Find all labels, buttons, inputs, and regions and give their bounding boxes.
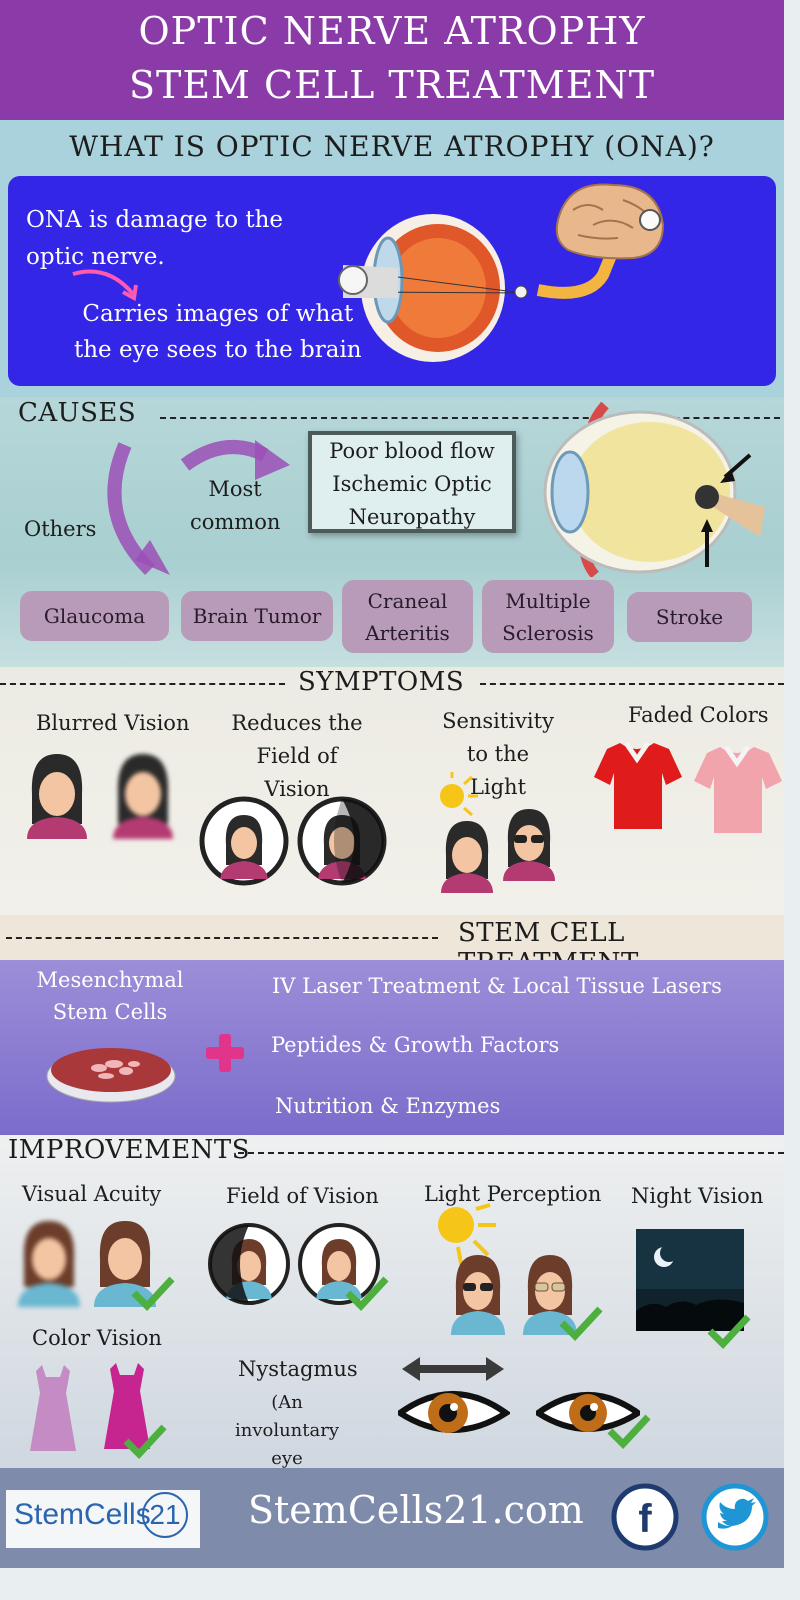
sun-icon: [438, 1203, 496, 1270]
improvement-field-of-vision-label: Field of Vision: [226, 1184, 379, 1208]
check-icon: [707, 1314, 751, 1350]
improvement-color-vision-label: Color Vision: [32, 1326, 162, 1350]
logo-number: 21: [142, 1492, 188, 1538]
cause-box-line-1: Poor blood flow: [329, 439, 495, 463]
causes-section: CAUSES Others Most common Poor blood flo…: [0, 397, 784, 667]
cause-brain-tumor: Brain Tumor: [181, 591, 333, 641]
red-shirt-icon: [594, 741, 682, 829]
msc-line-1: Mesenchymal: [36, 968, 184, 992]
most-common-label-line-2: common: [190, 510, 281, 534]
curved-arrow-icon: [72, 269, 138, 302]
ona-definition: ONA is damage to the optic nerve.: [26, 202, 283, 276]
symptom-field-line-1: Reduces the: [231, 711, 363, 735]
petri-dish-icon: [46, 1048, 176, 1103]
cause-glaucoma: Glaucoma: [20, 591, 169, 641]
full-field-vision-icon: [199, 796, 289, 886]
cause-box-line-3: Neuropathy: [348, 505, 476, 529]
section-divider: [238, 1152, 784, 1154]
section-divider: [6, 937, 438, 939]
symptom-light-line-2: to the Light: [466, 742, 530, 799]
svg-text:f: f: [638, 1497, 652, 1541]
symptom-blurred-vision-label: Blurred Vision: [36, 711, 190, 735]
check-icon: [131, 1276, 175, 1312]
woman-glasses-icon: [523, 1255, 577, 1335]
symptom-field-of-vision-label: Reduces the Field of Vision: [222, 707, 372, 806]
sun-icon: [440, 772, 478, 817]
page-title-line-2: STEM CELL TREATMENT: [128, 63, 656, 107]
symptom-light-sensitivity-label: Sensitivity to the Light: [438, 705, 558, 804]
symptom-faded-colors-label: Faded Colors: [628, 703, 769, 727]
optic-nerve-function-line-2: the eye sees to the brain: [74, 337, 362, 363]
reduced-field-vision-icon: [208, 1223, 290, 1305]
treatment-header: STEM CELL TREATMENT: [0, 915, 784, 978]
twitter-icon[interactable]: [700, 1482, 770, 1552]
most-common-label: Most common: [190, 473, 280, 539]
nystagmus-note-line-1: (An involuntary: [234, 1392, 340, 1441]
stable-eye-icon: [536, 1392, 640, 1432]
symptom-field-line-2: Field of Vision: [256, 744, 338, 801]
check-icon: [123, 1424, 167, 1460]
section-title-improvements: IMPROVEMENTS: [8, 1135, 251, 1165]
improvement-night-vision-label: Night Vision: [631, 1184, 764, 1208]
moving-eye-icon: [398, 1357, 510, 1433]
eye-brain-illustration: [338, 183, 665, 362]
treatment-item-iv-laser: IV Laser Treatment & Local Tissue Lasers: [272, 974, 722, 998]
optic-nerve-function-line-1: Carries images of what: [82, 301, 354, 327]
section-title-causes: CAUSES: [18, 398, 137, 428]
others-label: Others: [24, 517, 97, 541]
improvements-section: IMPROVEMENTS Visual Acuity Field of Visi…: [0, 1135, 784, 1497]
section-title-symptoms: SYMPTOMS: [298, 667, 465, 697]
reduced-field-vision-icon: [297, 796, 387, 886]
section-title-what-is-ona: WHAT IS OPTIC NERVE ATROPHY (ONA)?: [69, 130, 715, 163]
woman-sunglasses-icon: [503, 809, 555, 881]
check-icon: [559, 1306, 603, 1342]
eye-cross-section-illustration: [543, 401, 765, 577]
night-sky-icon: [636, 1229, 744, 1331]
treatment-item-nutrition: Nutrition & Enzymes: [275, 1094, 501, 1118]
section-divider: [160, 417, 780, 419]
faded-shirt-icon: [694, 745, 782, 833]
facebook-icon[interactable]: f: [610, 1482, 680, 1552]
most-common-label-line-1: Most: [208, 477, 262, 501]
cause-stroke: Stroke: [627, 592, 752, 642]
ona-definition-box: ONA is damage to the optic nerve. Carrie…: [8, 176, 776, 386]
blurred-woman-face-icon: [113, 754, 173, 839]
page-title-line-1: OPTIC NERVE ATROPHY: [138, 9, 646, 53]
cause-arrows-icon: [107, 440, 290, 575]
symptom-light-line-1: Sensitivity: [442, 709, 554, 733]
website-link[interactable]: StemCells21.com: [248, 1488, 584, 1532]
woman-sunglasses-icon: [451, 1255, 505, 1335]
msc-line-2: Stem Cells: [52, 1000, 168, 1024]
logo-text: StemCells: [14, 1498, 151, 1531]
improvement-light-perception-label: Light Perception: [424, 1182, 602, 1206]
treatment-item-peptides: Peptides & Growth Factors: [271, 1033, 560, 1057]
bright-dress-icon: [104, 1363, 150, 1449]
footer: StemCells 21 StemCells21.com f: [0, 1468, 784, 1568]
blurred-woman-face-icon: [18, 1221, 80, 1307]
ona-definition-line-1: ONA is damage to the: [26, 207, 284, 233]
section-divider: [0, 683, 285, 685]
treatment-section: Mesenchymal Stem Cells IV Laser Treatmen…: [0, 960, 784, 1135]
symptoms-section: SYMPTOMS Blurred Vision Reduces the Fiel…: [0, 667, 784, 915]
faded-dress-icon: [30, 1365, 76, 1451]
most-common-cause-box: Poor blood flow Ischemic Optic Neuropath…: [308, 431, 516, 533]
cause-multiple-sclerosis: Multiple Sclerosis: [482, 580, 614, 653]
improvement-visual-acuity-label: Visual Acuity: [22, 1182, 162, 1206]
plus-icon: [206, 1034, 244, 1072]
section-divider: [480, 683, 784, 685]
cause-box-line-2: Ischemic Optic: [332, 472, 492, 496]
mesenchymal-stem-cells-label: Mesenchymal Stem Cells: [30, 964, 190, 1028]
check-icon: [607, 1414, 651, 1450]
ona-definition-line-2: optic nerve.: [26, 244, 165, 270]
improvement-nystagmus-label: Nystagmus: [238, 1357, 358, 1381]
cause-craneal-arteritis: Craneal Arteritis: [342, 580, 473, 653]
stemcells21-logo[interactable]: StemCells 21: [6, 1490, 200, 1548]
woman-face-icon: [441, 821, 493, 893]
page-header: OPTIC NERVE ATROPHY STEM CELL TREATMENT: [0, 0, 784, 120]
optic-nerve-function: Carries images of what the eye sees to t…: [74, 296, 362, 368]
check-icon: [345, 1276, 389, 1312]
woman-face-icon: [27, 754, 87, 839]
